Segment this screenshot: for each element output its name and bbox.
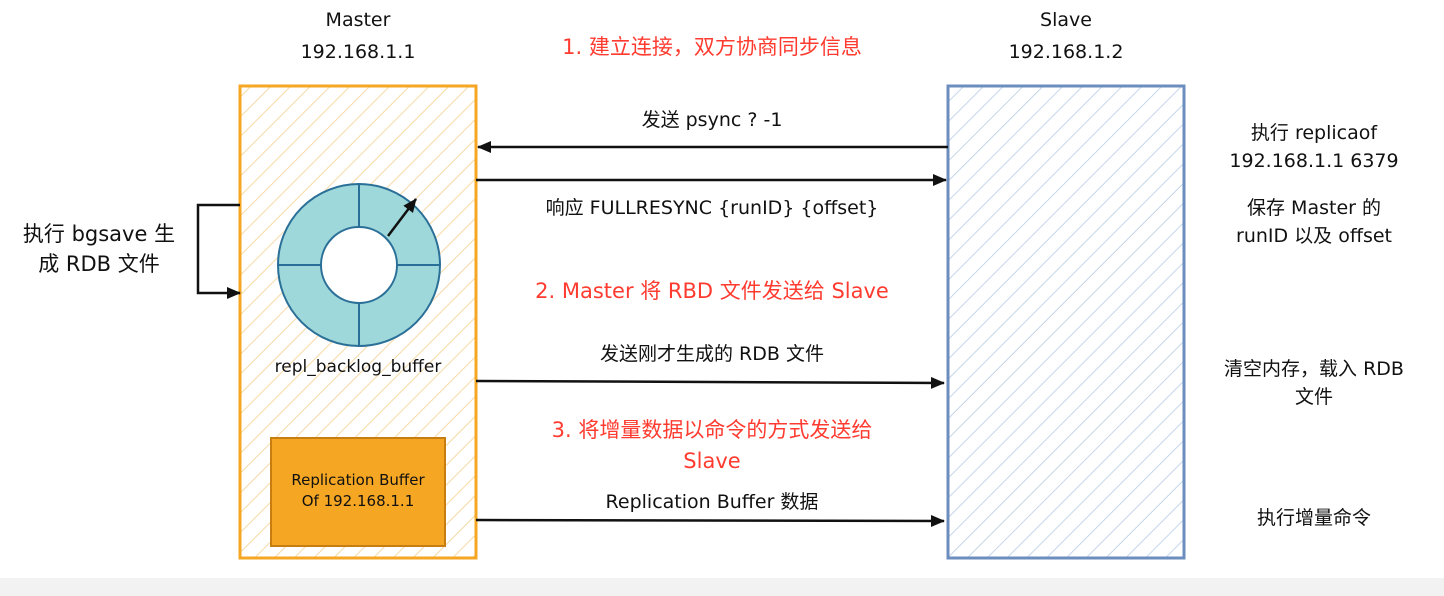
rdb-transfer-label: 发送刚才生成的 RDB 文件: [600, 343, 824, 365]
psync-label: 发送 psync ? -1: [641, 109, 783, 131]
rdb-transfer-arrow: [475, 376, 945, 389]
slave-ip: 192.168.1.2: [1008, 41, 1124, 63]
step-3-label: 3. 将增量数据以命令的方式发送给 Slave: [551, 418, 873, 473]
diagram-canvas: [196, 84, 1186, 560]
slave-note-replicaof: 执行 replicaof 192.168.1.1 6379: [1229, 122, 1399, 172]
slave-note-incremental: 执行增量命令: [1256, 507, 1371, 529]
step-1-label: 1. 建立连接，双方协商同步信息: [562, 35, 862, 59]
step-2-label: 2. Master 将 RBD 文件发送给 Slave: [535, 279, 889, 303]
fullresync-label: 响应 FULLRESYNC {runID} {offset}: [545, 197, 879, 219]
bgsave-note: 执行 bgsave 生 成 RDB 文件: [22, 222, 176, 276]
slave-box: [946, 84, 1186, 560]
slave-note-save-runid: 保存 Master 的 runID 以及 offset: [1236, 197, 1392, 247]
replication-buffer-label: Replication Buffer Of 192.168.1.1: [291, 471, 425, 510]
repl-buffer-data-label: Replication Buffer 数据: [605, 491, 819, 513]
master-ip: 192.168.1.1: [300, 41, 416, 63]
replication-diagram: Master 192.168.1.1 Slave 192.168.1.2 rep…: [0, 0, 1444, 578]
ring-pointer-arrow: [387, 198, 417, 237]
backlog-ring: [277, 183, 441, 347]
bgsave-loop-arrow: [196, 203, 241, 299]
slave-note-load-rdb: 清空内存，载入 RDB 文件: [1224, 358, 1404, 408]
backlog-buffer-label: repl_backlog_buffer: [274, 357, 442, 377]
slave-title: Slave: [1040, 9, 1092, 31]
replication-buffer-box: [270, 437, 446, 547]
repl-buffer-arrow: [475, 514, 945, 527]
master-title: Master: [325, 9, 391, 31]
